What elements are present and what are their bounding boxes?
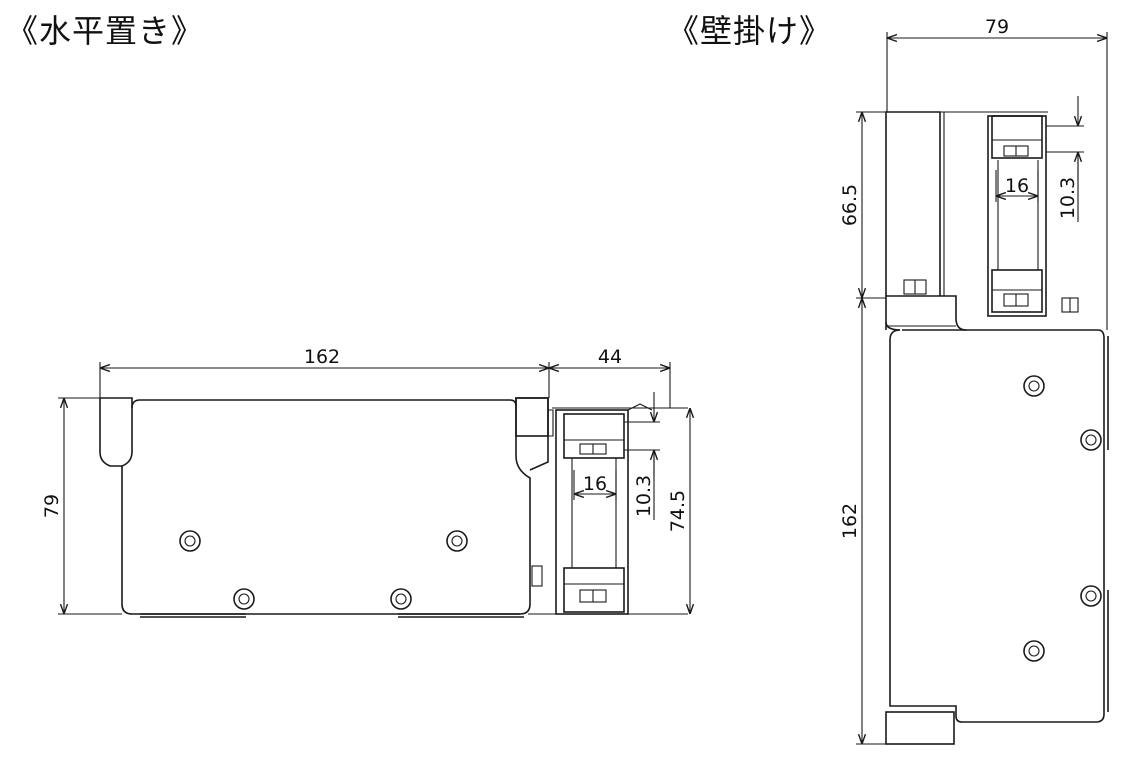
screw-icon xyxy=(1023,640,1045,662)
screw-icon xyxy=(390,588,412,610)
dim-width: 79 xyxy=(985,16,1009,38)
wall-mount-title: 《壁掛け》 xyxy=(667,12,833,50)
screw-icon xyxy=(1080,429,1102,451)
dim-height: 79 xyxy=(41,494,63,518)
mount-ear xyxy=(885,711,955,745)
horizontal-view: 162 44 79 74.5 10.3 16 xyxy=(41,346,690,618)
mount-ear xyxy=(515,397,549,437)
dim-terminal-pitch: 10.3 xyxy=(1057,177,1079,219)
dim-terminal-width: 16 xyxy=(583,473,607,495)
screw-icon xyxy=(179,530,201,552)
screw-icon xyxy=(446,530,468,552)
screw-icon xyxy=(1080,585,1102,607)
body-top xyxy=(140,399,517,407)
wall-mount-view: 79 66.5 162 10.3 16 xyxy=(839,16,1109,745)
dim-terminal-pitch: 10.3 xyxy=(633,475,655,517)
dim-upper-height: 66.5 xyxy=(839,184,861,226)
dim-length: 162 xyxy=(304,346,340,368)
screw-icon xyxy=(233,588,255,610)
dim-terminal-width: 16 xyxy=(1005,175,1029,197)
dim-side-height: 74.5 xyxy=(667,490,689,532)
main-body xyxy=(100,397,549,615)
dim-length: 162 xyxy=(839,503,861,539)
dim-side-width: 44 xyxy=(598,346,622,368)
screw-icon xyxy=(1023,375,1045,397)
main-body xyxy=(889,329,1105,723)
horizontal-title: 《水平置き》 xyxy=(6,12,205,50)
